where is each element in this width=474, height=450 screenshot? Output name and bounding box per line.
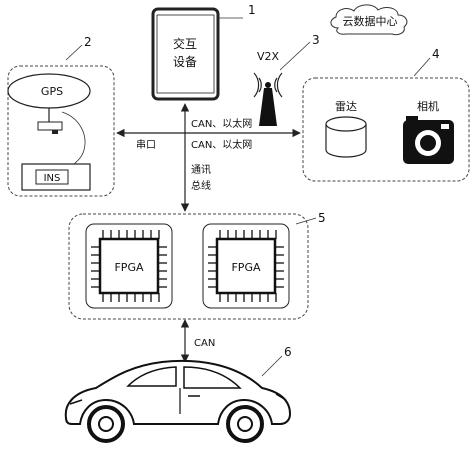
callout-3: 3 [312, 33, 320, 47]
gps-label: GPS [41, 85, 63, 98]
interactive-device-label-line2: 设备 [173, 55, 197, 69]
callout-2: 2 [84, 35, 92, 49]
link-label-comm-bus-1: 通讯 [191, 164, 211, 176]
link-label-can-ethernet-top: CAN、以太网 [191, 117, 252, 130]
v2x-label: V2X [257, 50, 280, 63]
ins-label: INS [44, 173, 61, 184]
fpga-chip-2: FPGA [202, 223, 290, 309]
interactive-device-label-line1: 交互 [173, 36, 197, 51]
ins-unit: INS [21, 163, 91, 191]
fpga-label-2: FPGA [231, 261, 260, 274]
antenna-icon [253, 72, 283, 126]
link-label-can-bottom: CAN [194, 338, 215, 349]
callout-5: 5 [318, 211, 326, 225]
cloud-label: 云数据中心 [343, 14, 398, 28]
cloud-data-center: 云数据中心 [330, 4, 408, 36]
positioning-module: GPS INS [7, 65, 115, 197]
callout-6: 6 [284, 345, 292, 359]
radar-icon [325, 116, 367, 158]
fpga-chip-1: FPGA [85, 223, 173, 309]
v2x-antenna: V2X [253, 50, 283, 126]
camera-icon [403, 116, 454, 164]
camera-label: 相机 [417, 99, 439, 113]
radar-label: 雷达 [335, 100, 357, 113]
callout-4: 4 [432, 47, 440, 61]
link-label-can-ethernet-right: CAN、以太网 [191, 138, 252, 151]
fpga-board: FPGA FPGA [68, 213, 309, 320]
link-label-serial-port: 串口 [136, 139, 156, 151]
interactive-device: 交互 设备 [151, 7, 220, 101]
fpga-label-1: FPGA [114, 261, 143, 274]
cloud-icon [330, 4, 408, 36]
link-label-comm-bus-2: 总线 [191, 179, 211, 192]
car-icon [64, 359, 292, 443]
callout-1: 1 [248, 3, 256, 17]
sensor-module: 雷达 相机 [302, 77, 470, 182]
